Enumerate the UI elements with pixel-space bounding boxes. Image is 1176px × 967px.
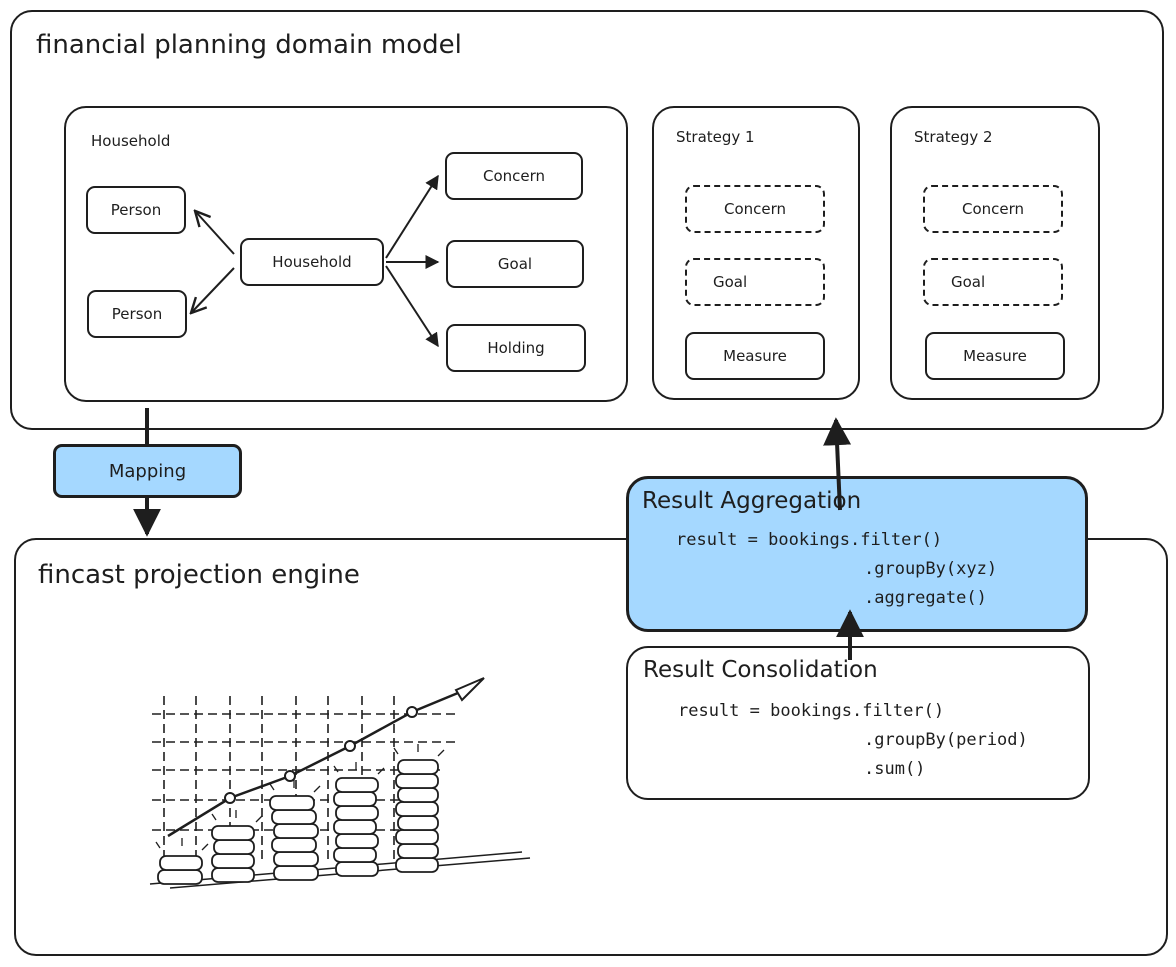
strategy-1-measure-label: Measure bbox=[723, 347, 787, 365]
strategy-1-concern-label: Concern bbox=[723, 200, 787, 218]
strategy-2-goal: Goal bbox=[923, 258, 1063, 306]
strategy-1-label: Strategy 1 bbox=[676, 128, 755, 146]
concern-node-label: Concern bbox=[482, 167, 546, 185]
strategy-2-measure: Measure bbox=[925, 332, 1065, 380]
goal-node-label: Goal bbox=[497, 255, 533, 273]
result-aggregation-code-line-2: .groupBy(xyz) bbox=[864, 559, 998, 579]
result-aggregation-code-line-1: result = bookings.filter() bbox=[676, 530, 943, 550]
person-node-2-label: Person bbox=[111, 305, 163, 323]
result-consolidation-code-line-3: .sum() bbox=[864, 759, 926, 779]
strategy-1-goal-label: Goal bbox=[713, 273, 748, 291]
household-node-label: Household bbox=[272, 253, 352, 271]
strategy-1-goal: Goal bbox=[685, 258, 825, 306]
person-node-2: Person bbox=[87, 290, 187, 338]
mapping-label: Mapping bbox=[108, 460, 187, 482]
strategy-2-label: Strategy 2 bbox=[914, 128, 993, 146]
goal-node: Goal bbox=[446, 240, 584, 288]
result-consolidation-code-line-1: result = bookings.filter() bbox=[678, 701, 945, 721]
holding-node: Holding bbox=[446, 324, 586, 372]
concern-node: Concern bbox=[445, 152, 583, 200]
household-group-label: Household bbox=[91, 132, 171, 150]
result-consolidation-title: Result Consolidation bbox=[643, 657, 878, 683]
projection-engine-title: fincast projection engine bbox=[38, 560, 360, 590]
strategy-2-group bbox=[890, 106, 1100, 400]
result-consolidation-box bbox=[626, 646, 1090, 800]
projection-engine-container bbox=[14, 538, 1168, 956]
domain-model-title: financial planning domain model bbox=[36, 30, 462, 60]
person-node-1: Person bbox=[86, 186, 186, 234]
strategy-1-concern: Concern bbox=[685, 185, 825, 233]
holding-node-label: Holding bbox=[487, 339, 545, 357]
person-node-1-label: Person bbox=[110, 201, 162, 219]
mapping-box: Mapping bbox=[53, 444, 242, 498]
household-node: Household bbox=[240, 238, 384, 286]
strategy-2-measure-label: Measure bbox=[963, 347, 1027, 365]
domain-model-container bbox=[10, 10, 1164, 430]
result-aggregation-code-line-3: .aggregate() bbox=[864, 588, 987, 608]
household-group bbox=[64, 106, 628, 402]
result-aggregation-title: Result Aggregation bbox=[642, 488, 862, 514]
strategy-1-measure: Measure bbox=[685, 332, 825, 380]
strategy-1-group bbox=[652, 106, 860, 400]
result-aggregation-box bbox=[626, 476, 1088, 632]
strategy-2-goal-label: Goal bbox=[951, 273, 986, 291]
strategy-2-concern-label: Concern bbox=[961, 200, 1025, 218]
strategy-2-concern: Concern bbox=[923, 185, 1063, 233]
result-consolidation-code-line-2: .groupBy(period) bbox=[864, 730, 1028, 750]
